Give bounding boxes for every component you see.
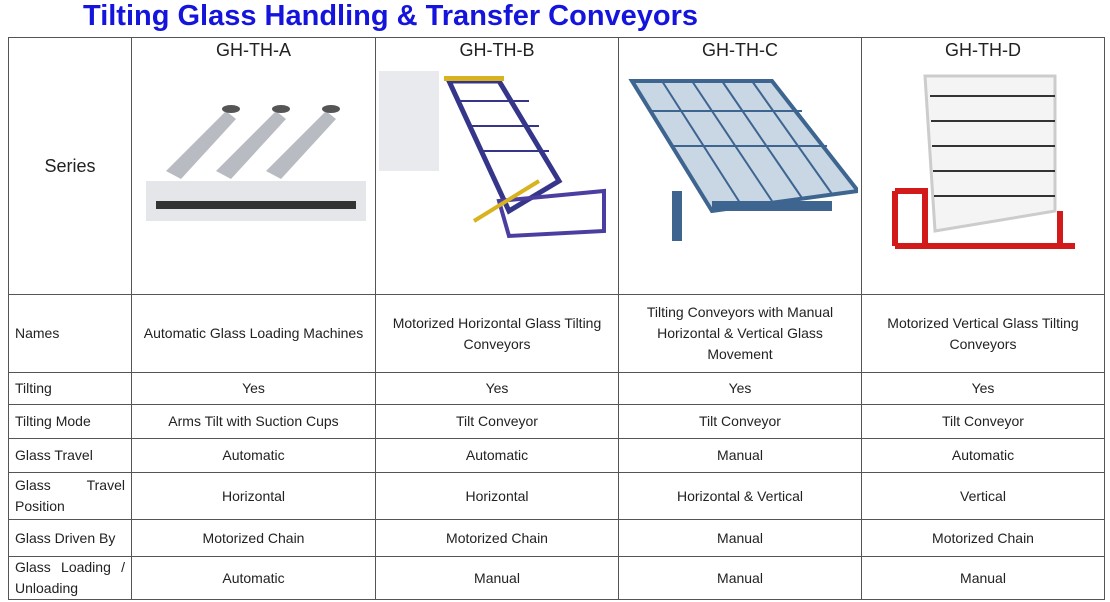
model-d: GH-TH-D xyxy=(861,37,1105,295)
cell: Motorized Horizontal Glass Tilting Conve… xyxy=(375,294,619,373)
model-a: GH-TH-A xyxy=(131,37,376,295)
cell: Yes xyxy=(861,372,1105,405)
cell: Manual xyxy=(618,519,862,557)
cell: Yes xyxy=(131,372,376,405)
header-row: Series GH-TH-A GH-TH-B GH-TH-C GH-TH-D xyxy=(8,37,1105,295)
cell: Manual xyxy=(375,556,619,600)
cell: Yes xyxy=(618,372,862,405)
cell: Automatic xyxy=(131,438,376,473)
cell: Motorized Chain xyxy=(131,519,376,557)
cell: Motorized Chain xyxy=(861,519,1105,557)
row-label: Glass Loading / Unloading xyxy=(8,556,132,600)
cell: Automatic Glass Loading Machines xyxy=(131,294,376,373)
cell: Horizontal xyxy=(375,472,619,520)
cell: Tilt Conveyor xyxy=(861,404,1105,439)
cell: Manual xyxy=(618,438,862,473)
comparison-table: Series GH-TH-A GH-TH-B GH-TH-C GH-TH-D N… xyxy=(8,37,1105,600)
cell: Automatic xyxy=(131,556,376,600)
row-label: Tilting xyxy=(8,372,132,405)
cell: Arms Tilt with Suction Cups xyxy=(131,404,376,439)
horizontal-tilting-conveyor-image xyxy=(379,71,606,239)
cell: Vertical xyxy=(861,472,1105,520)
cell: Manual xyxy=(618,556,862,600)
row-label: Glass Travel Position xyxy=(8,472,132,520)
cell: Manual xyxy=(861,556,1105,600)
model-code: GH-TH-A xyxy=(216,40,291,60)
cell: Automatic xyxy=(375,438,619,473)
vertical-tilting-conveyor-image xyxy=(892,74,1075,249)
cell: Tilting Conveyors with Manual Horizontal… xyxy=(618,294,862,373)
loading-machine-image xyxy=(145,105,366,221)
row-label: Glass Driven By xyxy=(8,519,132,557)
model-code: GH-TH-D xyxy=(945,40,1021,60)
cell: Motorized Chain xyxy=(375,519,619,557)
cell: Tilt Conveyor xyxy=(618,404,862,439)
cell: Horizontal & Vertical xyxy=(618,472,862,520)
cell: Yes xyxy=(375,372,619,405)
model-code: GH-TH-B xyxy=(459,40,535,60)
cell: Horizontal xyxy=(131,472,376,520)
page-title: Tilting Glass Handling & Transfer Convey… xyxy=(83,0,699,32)
cell: Motorized Vertical Glass Tilting Conveyo… xyxy=(861,294,1105,373)
row-label: Tilting Mode xyxy=(8,404,132,439)
cell: Automatic xyxy=(861,438,1105,473)
model-c: GH-TH-C xyxy=(618,37,862,295)
cell: Tilt Conveyor xyxy=(375,404,619,439)
series-label: Series xyxy=(8,37,132,295)
manual-tilting-conveyor-image xyxy=(628,79,858,241)
row-label: Glass Travel xyxy=(8,438,132,473)
row-label: Names xyxy=(8,294,132,373)
model-code: GH-TH-C xyxy=(702,40,778,60)
model-b: GH-TH-B xyxy=(375,37,619,295)
